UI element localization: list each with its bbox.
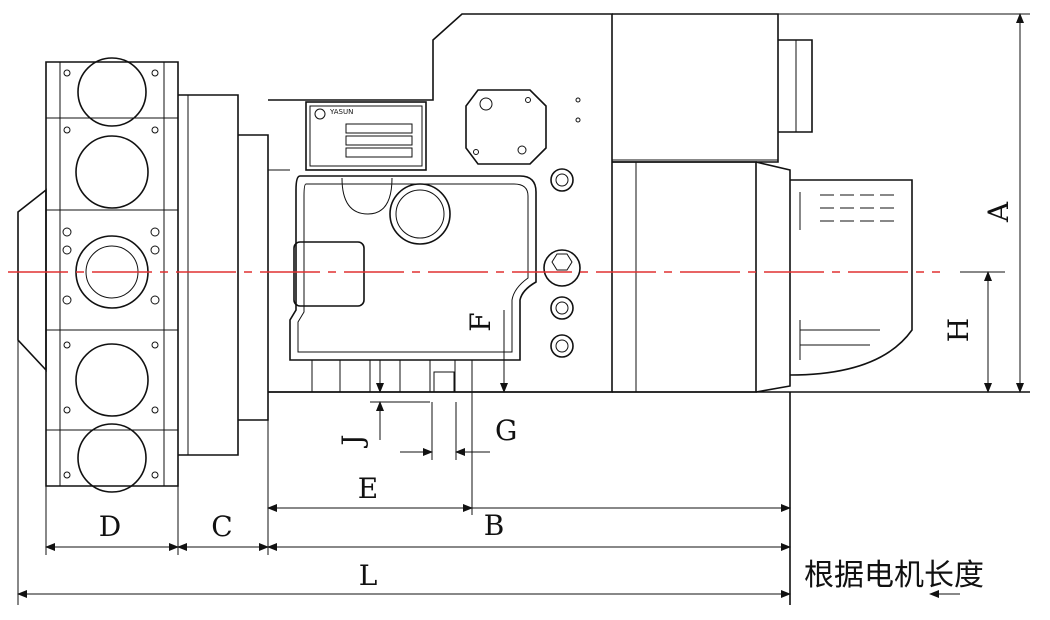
dimension-D: D (45, 510, 179, 551)
dim-C-label: C (211, 510, 232, 543)
dim-H-label: H (942, 318, 975, 342)
dim-L-label: L (359, 559, 378, 592)
dim-B-label: B (484, 509, 505, 542)
dimension-B: B (472, 504, 791, 542)
dimension-H: H (942, 271, 992, 393)
main-body: YASUN (268, 13, 613, 393)
motor-length-note: 根据电机长度 (804, 558, 984, 593)
dim-D-label: D (99, 510, 121, 543)
dimension-G: G (400, 402, 517, 460)
dim-J-label: J (336, 434, 369, 448)
motor (612, 13, 913, 393)
dim-G-label: G (495, 414, 517, 447)
dimension-J: J (336, 360, 430, 449)
dimension-C: C (177, 510, 269, 551)
nameplate (305, 101, 427, 171)
turret-disc (17, 57, 179, 493)
dimension-E: E (267, 472, 473, 512)
dim-A-label: A (982, 201, 1015, 223)
dimension-A: A (982, 13, 1024, 393)
dim-F-label: F (464, 312, 497, 331)
flange (178, 94, 269, 456)
nameplate-brand: YASUN (329, 108, 353, 116)
dimension-L: L (267, 543, 791, 592)
dimension-F: F (464, 310, 520, 393)
dim-E-label: E (358, 472, 378, 505)
